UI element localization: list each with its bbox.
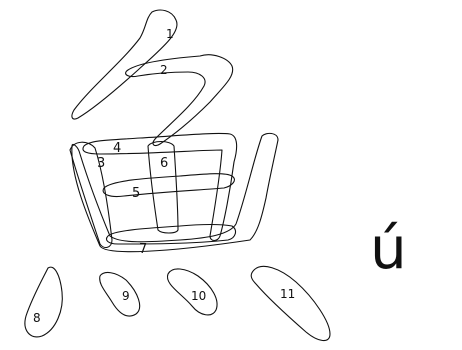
stroke-8-outline [25,267,62,337]
stroke-number-label: 6 [160,156,168,171]
stroke-number-label: 10 [191,289,206,303]
stroke-2-outline [126,55,233,146]
stroke-number-label: 3 [97,156,105,171]
stroke-number-label: 2 [160,63,168,77]
stroke-5-outline [103,174,234,197]
pinyin-reading: ú [370,214,407,282]
stroke-number-label: 11 [280,287,295,301]
outer-body-outline [72,133,278,251]
stroke-number-label: 1 [166,27,174,41]
stroke-9-outline [100,273,140,317]
stroke-number-label: 9 [122,289,130,303]
stroke-number-label: 4 [113,141,121,156]
stroke-number-label: 5 [132,186,140,201]
stroke-number-label: 7 [139,242,147,257]
stroke-number-label: 8 [33,311,41,325]
stroke-11-outline [251,266,330,340]
